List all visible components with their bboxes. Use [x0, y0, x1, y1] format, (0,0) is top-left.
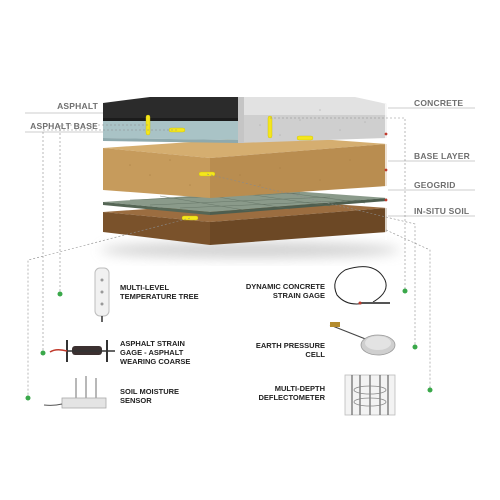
label-temperature-tree: MULTI-LEVEL TEMPERATURE TREE [120, 283, 199, 301]
soil-moisture-sensor-icon [43, 376, 107, 409]
geogrid-layer [103, 190, 387, 215]
leader-dot [40, 350, 46, 356]
label-asphalt: ASPHALT [57, 101, 98, 111]
concrete-strain-gage-icon [334, 266, 390, 305]
rod-node [384, 198, 388, 202]
sensor-concrete-vertical [267, 115, 273, 139]
label-in-situ-soil: IN-SITU SOIL [414, 206, 470, 216]
temperature-tree-icon [94, 267, 110, 322]
label-base-layer: BASE LAYER [414, 151, 471, 161]
rod-node [384, 168, 388, 172]
concrete-layer [238, 97, 387, 143]
label-geogrid: GEOGRID [414, 180, 456, 190]
leader-dot [57, 291, 63, 297]
earth-pressure-cell-icon [329, 322, 396, 356]
label-deflectometer: MULTI-DEPTH DEFLECTOMETER [258, 384, 325, 402]
ground-shadow [100, 242, 400, 258]
leader-asphalt-strain-gage [42, 129, 177, 352]
leader-earth-pressure-cell [206, 173, 416, 346]
deflectometer-icon [344, 374, 396, 416]
label-asphalt-strain-gage: ASPHALT STRAIN GAGE - ASPHALT WEARING CO… [120, 339, 191, 366]
leader-dot [412, 344, 418, 350]
label-earth-pressure-cell: EARTH PRESSURE CELL [255, 341, 325, 359]
label-asphalt-base: ASPHALT BASE [30, 121, 98, 131]
leader-deflectometer [385, 229, 431, 390]
leader-dot [402, 288, 408, 294]
leader-temperature-tree [59, 124, 148, 293]
base-layer [103, 136, 387, 198]
label-soil-moisture: SOIL MOISTURE SENSOR [120, 387, 180, 405]
asphalt-strain-gage-icon [49, 340, 115, 362]
label-concrete-strain-gage: DYNAMIC CONCRETE STRAIN GAGE [245, 282, 325, 300]
leader-dot [427, 387, 433, 393]
rod-node [384, 132, 388, 136]
leader-dot [25, 395, 31, 401]
sensor-concrete-horizontal [296, 135, 314, 141]
asphalt-layer [103, 97, 238, 121]
label-concrete: CONCRETE [414, 98, 464, 108]
leader-concrete-strain-gage [270, 117, 406, 290]
